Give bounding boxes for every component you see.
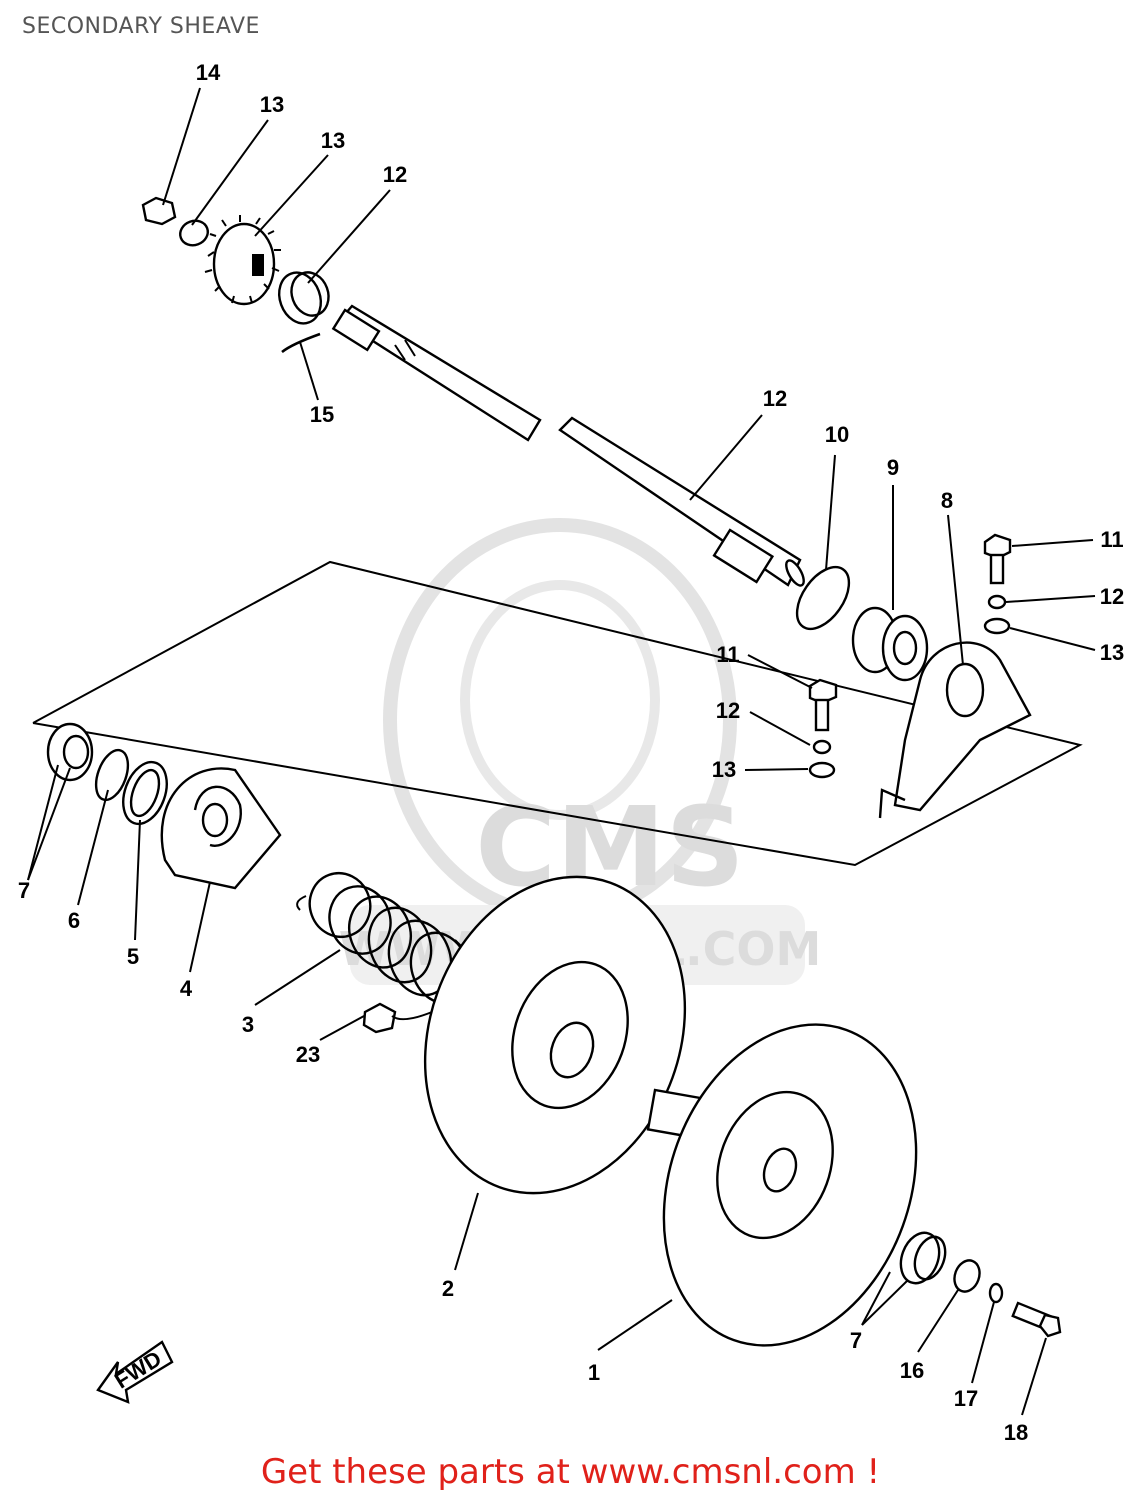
callout-5: 5 <box>127 944 139 969</box>
ring-part-10 <box>795 565 851 631</box>
nut-part-18 <box>141 196 177 226</box>
bolt-part-11-middle <box>808 678 838 732</box>
callout-1: 1 <box>588 1360 600 1385</box>
washer-part-20 <box>953 1259 981 1293</box>
washer-part-5 <box>122 760 168 826</box>
page-title: SECONDARY SHEAVE <box>22 14 260 39</box>
subassembly-outline <box>32 560 1083 867</box>
callout-12-right: 12 <box>1100 584 1124 609</box>
buy-parts-link[interactable]: Get these parts at www.cmsnl.com ! <box>260 1452 881 1492</box>
washer-part-17 <box>179 219 209 247</box>
callout-labels: 14 13 13 12 15 12 10 9 8 11 12 13 11 12 … <box>18 60 1124 1445</box>
callout-9: 9 <box>887 455 899 480</box>
lockwasher-part-12-right <box>987 594 1007 610</box>
callout-11-middle: 11 <box>716 642 739 667</box>
callout-8: 8 <box>941 488 953 513</box>
bolt-part-22 <box>1011 1301 1062 1338</box>
callout-4: 4 <box>180 976 193 1001</box>
bracket-part-8 <box>878 641 1032 819</box>
seal-part-7-right <box>899 1231 947 1285</box>
leader-lines <box>27 87 1096 1416</box>
callout-11-right: 11 <box>1100 527 1123 552</box>
bolt-part-11-right <box>983 533 1012 585</box>
callout-18: 14 <box>196 60 221 85</box>
callout-13-right: 13 <box>1100 640 1124 665</box>
callout-23: 23 <box>296 1042 320 1067</box>
callout-3: 3 <box>242 1012 254 1037</box>
sheave-part-2 <box>423 875 687 1195</box>
washer-part-13-middle <box>808 761 836 779</box>
ring-part-6 <box>94 748 130 802</box>
sprocket-part-16 <box>204 215 281 306</box>
watermark: CMS WWW.CMSNL.COM <box>339 518 821 985</box>
forward-direction-arrow: FWD <box>96 1340 174 1404</box>
pin-part-19 <box>281 332 321 354</box>
lockwasher-part-21 <box>988 1282 1004 1304</box>
callout-20: 16 <box>900 1358 924 1383</box>
callout-15: 12 <box>383 162 407 187</box>
callout-17: 13 <box>260 92 284 117</box>
callout-19: 15 <box>310 402 334 427</box>
callout-21: 17 <box>954 1386 978 1411</box>
sheave-part-1 <box>646 1023 918 1347</box>
spring-part-3 <box>296 872 471 1005</box>
callout-13-middle: 13 <box>712 757 736 782</box>
callout-10: 10 <box>825 422 849 447</box>
callout-16: 13 <box>321 128 345 153</box>
cam-part-4 <box>160 767 282 890</box>
shaft-part-14 <box>331 304 805 587</box>
callout-7-left: 7 <box>18 878 30 903</box>
callout-2: 2 <box>442 1276 454 1301</box>
callout-7-right: 7 <box>850 1328 862 1353</box>
callout-12-middle: 12 <box>716 698 740 723</box>
ring-part-15 <box>278 271 330 325</box>
seal-part-7-left <box>46 722 94 782</box>
cap-part-23 <box>362 1002 397 1034</box>
lockwasher-part-12-middle <box>812 739 832 755</box>
callout-6: 6 <box>68 908 80 933</box>
bearing-part-9 <box>851 606 929 682</box>
callout-14: 12 <box>763 386 787 411</box>
callout-22: 18 <box>1004 1420 1028 1445</box>
washer-part-13-right <box>983 617 1011 635</box>
